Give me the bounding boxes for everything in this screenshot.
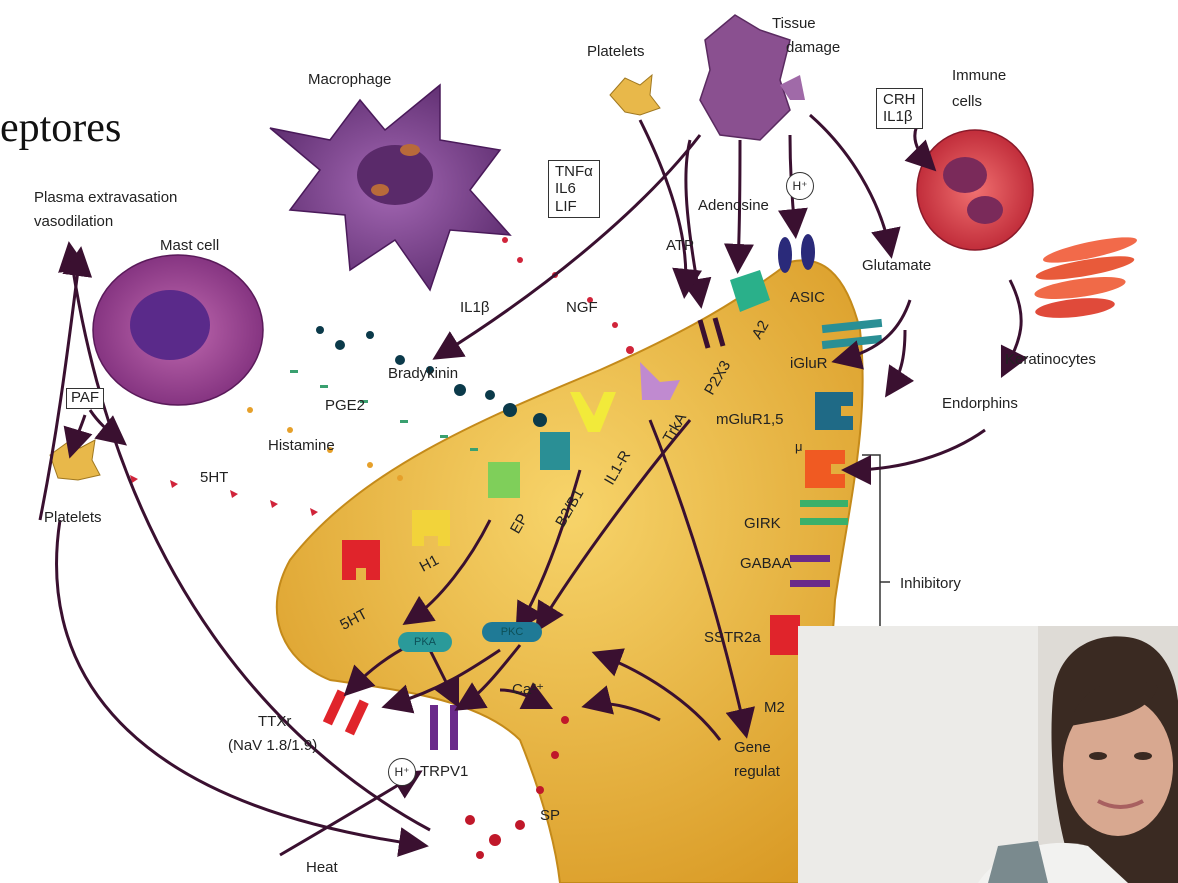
label-receptor-girk: GIRK (744, 516, 781, 533)
channel-trpv1 (430, 705, 458, 750)
platelet-top (610, 75, 660, 115)
inhibitory-bracket (862, 455, 880, 640)
label-immune-line1: Immune (952, 68, 1006, 85)
receptor-ep (488, 462, 520, 498)
channel-ttxr (323, 689, 369, 735)
crh-label: CRH (883, 91, 916, 108)
label-inhibitory: Inhibitory (900, 576, 961, 593)
label-platelets-left: Platelets (44, 510, 102, 527)
pkc-node: PKC (482, 622, 542, 642)
cytokine-lif: LIF (555, 198, 593, 215)
receptor-sstr2a (770, 615, 800, 655)
label-receptor-mu: μ (795, 440, 803, 454)
label-histamine: Histamine (268, 438, 335, 455)
label-atp: ATP (666, 238, 694, 255)
label-macrophage: Macrophage (308, 72, 391, 89)
h-plus-circle-top: H⁺ (786, 172, 814, 200)
label-receptor-gaba: GABAA (740, 556, 792, 573)
label-adenosine: Adenosine (698, 198, 769, 215)
label-immune-line2: cells (952, 94, 982, 111)
label-keratinocytes: Keratinocytes (1005, 352, 1096, 369)
cytokine-box: TNFα IL6 LIF (548, 160, 600, 218)
label-endorphins: Endorphins (942, 396, 1018, 413)
label-glutamate: Glutamate (862, 258, 931, 275)
label-tissue-line1: Tissue (772, 16, 816, 33)
label-gene-line1: Gene (734, 740, 771, 757)
label-platelets-top: Platelets (587, 44, 645, 61)
crh-box: CRH IL1β (876, 88, 923, 129)
label-ttxr-line1: TTXr (258, 714, 291, 731)
receptor-b2b1 (540, 432, 570, 470)
keratinocytes-stack (1033, 232, 1138, 321)
label-receptor-asic: ASIC (790, 290, 825, 307)
label-calcium: Ca²⁺ (512, 682, 544, 699)
label-gene-line2: regulat (734, 764, 780, 781)
tissue-damage-cluster (700, 15, 790, 140)
label-plasma-line2: vasodilation (34, 214, 113, 231)
label-receptor-sstr2a: SSTR2a (704, 630, 761, 647)
paf-box: PAF (66, 388, 104, 409)
label-heat: Heat (306, 860, 338, 877)
pka-node: PKA (398, 632, 452, 652)
presenter-webcam (798, 626, 1178, 883)
label-receptor-iglur: iGluR (790, 356, 828, 373)
label-bradykinin: Bradykinin (388, 366, 458, 383)
label-5ht-mediator: 5HT (200, 470, 228, 487)
presenter-silhouette (798, 626, 1178, 883)
il1b-label: IL1β (883, 108, 916, 125)
label-pge2: PGE2 (325, 398, 365, 415)
label-trpv1: TRPV1 (420, 764, 468, 781)
label-mast-cell: Mast cell (160, 238, 219, 255)
label-receptor-m2: M2 (764, 700, 785, 717)
label-tissue-line2: damage (786, 40, 840, 57)
cytokine-il6: IL6 (555, 180, 593, 197)
label-sp: SP (540, 808, 560, 825)
cytokine-dots (502, 237, 634, 354)
slide-title: eptores (0, 104, 121, 152)
platelet-left (50, 440, 100, 480)
label-plasma-line1: Plasma extravasation (34, 190, 177, 207)
cytokine-tnfa: TNFα (555, 163, 593, 180)
label-ngf: NGF (566, 300, 598, 317)
h-plus-circle-bottom: H⁺ (388, 758, 416, 786)
label-receptor-mglur: mGluR1,5 (716, 412, 784, 429)
label-il1b: IL1β (460, 300, 489, 317)
label-ttxr-line2: (NaV 1.8/1.9) (228, 738, 317, 755)
